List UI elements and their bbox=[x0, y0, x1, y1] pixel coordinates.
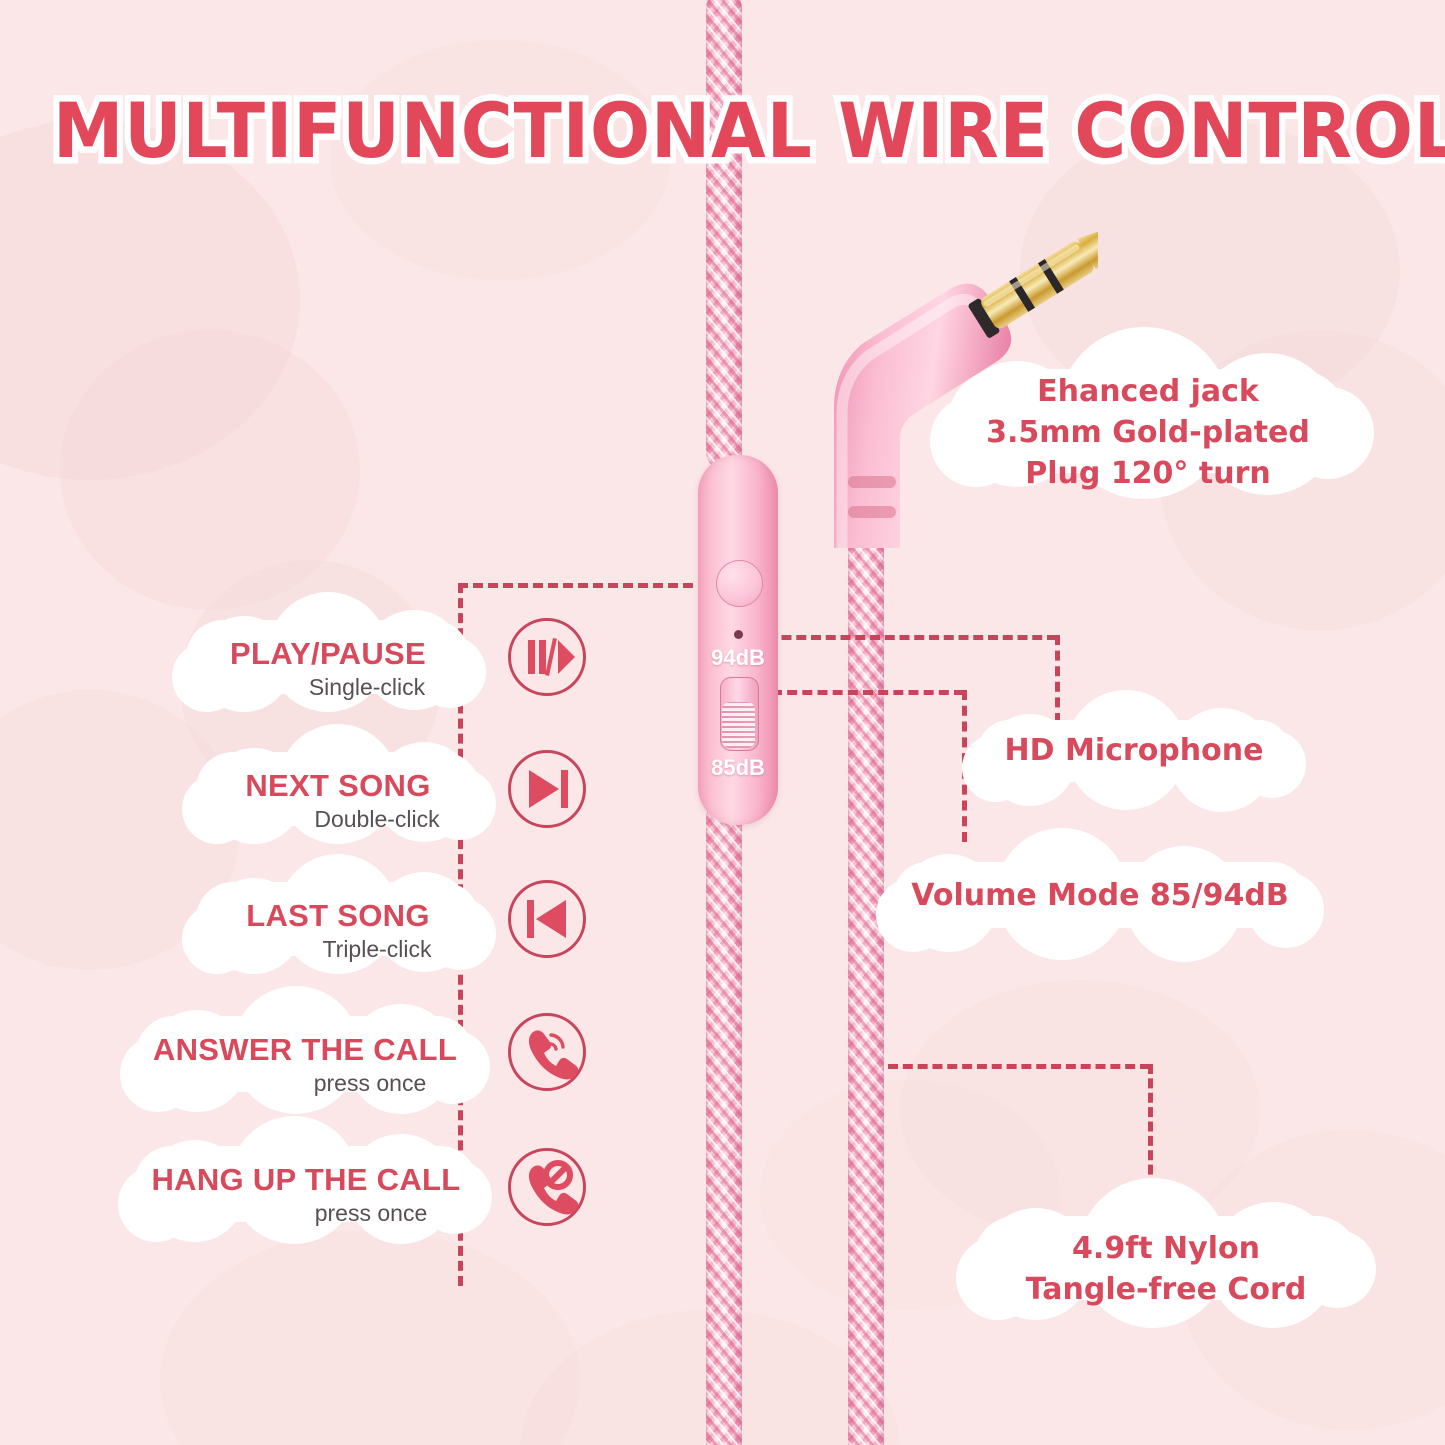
function-action: Triple-click bbox=[322, 936, 432, 962]
connector-mic-horizontal bbox=[752, 635, 1057, 640]
connector-cord-horizontal bbox=[888, 1064, 1150, 1069]
microphone-hole-icon bbox=[734, 630, 743, 639]
inline-remote-module: 94dB 85dB bbox=[698, 455, 778, 825]
function-label: HANG UP THE CALL bbox=[151, 1162, 461, 1197]
phone-answer-icon bbox=[508, 1013, 586, 1091]
volume-slider-knob[interactable] bbox=[722, 702, 755, 748]
cable-upper bbox=[706, 0, 742, 470]
function-label: NEXT SONG bbox=[245, 768, 431, 803]
function-cloud-last-song: LAST SONG Triple-click bbox=[182, 848, 496, 986]
feature-line-1: Volume Mode 85/94dB bbox=[911, 878, 1289, 913]
function-cloud-answer-call: ANSWER THE CALL press once bbox=[120, 982, 490, 1122]
feature-cloud-jack: Ehanced jack 3.5mm Gold-plated Plug 120°… bbox=[930, 325, 1374, 511]
feature-cloud-volume-mode: Volume Mode 85/94dB bbox=[876, 828, 1324, 962]
function-action: Double-click bbox=[314, 806, 440, 832]
feature-cloud-cord: 4.9ft Nylon Tangle-free Cord bbox=[956, 1178, 1376, 1330]
multifunction-button[interactable] bbox=[716, 560, 763, 607]
function-action: press once bbox=[313, 1070, 427, 1096]
feature-line-3: Plug 120° turn bbox=[1025, 456, 1271, 491]
phone-hangup-icon bbox=[508, 1148, 586, 1226]
page-title-container: MULTIFUNCTIONAL WIRE CONTROL bbox=[0, 80, 1445, 182]
previous-track-icon bbox=[508, 880, 586, 958]
function-action: press once bbox=[314, 1200, 428, 1226]
feature-line-2: Tangle-free Cord bbox=[1025, 1272, 1307, 1307]
function-cloud-next-song: NEXT SONG Double-click bbox=[182, 718, 496, 856]
function-cloud-play-pause: PLAY/PAUSE Single-click bbox=[172, 586, 486, 724]
connector-cord-vertical bbox=[1148, 1064, 1153, 1189]
function-label: PLAY/PAUSE bbox=[230, 636, 426, 671]
function-label: LAST SONG bbox=[246, 898, 430, 933]
feature-cloud-microphone: HD Microphone bbox=[962, 688, 1306, 812]
volume-low-label: 85dB bbox=[711, 755, 765, 780]
feature-line-1: 4.9ft Nylon bbox=[1072, 1231, 1260, 1266]
page-title: MULTIFUNCTIONAL WIRE CONTROL bbox=[47, 80, 1445, 182]
strain-relief-slots bbox=[848, 476, 896, 518]
feature-line-1: Ehanced jack bbox=[1037, 374, 1259, 409]
feature-line-2: 3.5mm Gold-plated bbox=[986, 415, 1310, 450]
volume-mode-slider[interactable] bbox=[720, 677, 759, 751]
connector-mic-vertical bbox=[1055, 635, 1060, 723]
cable-lower bbox=[706, 800, 742, 1445]
function-action: Single-click bbox=[308, 674, 426, 700]
next-track-icon bbox=[508, 750, 586, 828]
connector-volume-horizontal bbox=[772, 690, 964, 695]
connector-button-to-left bbox=[458, 583, 708, 588]
function-cloud-hangup-call: HANG UP THE CALL press once bbox=[118, 1112, 494, 1252]
volume-high-label: 94dB bbox=[711, 645, 765, 670]
play-pause-icon bbox=[508, 618, 586, 696]
audio-jack-plug bbox=[828, 218, 1113, 554]
feature-line-1: HD Microphone bbox=[1004, 733, 1264, 768]
gold-plug-shaft bbox=[968, 231, 1113, 338]
function-label: ANSWER THE CALL bbox=[152, 1032, 458, 1067]
cable-jack-branch bbox=[848, 495, 884, 1445]
